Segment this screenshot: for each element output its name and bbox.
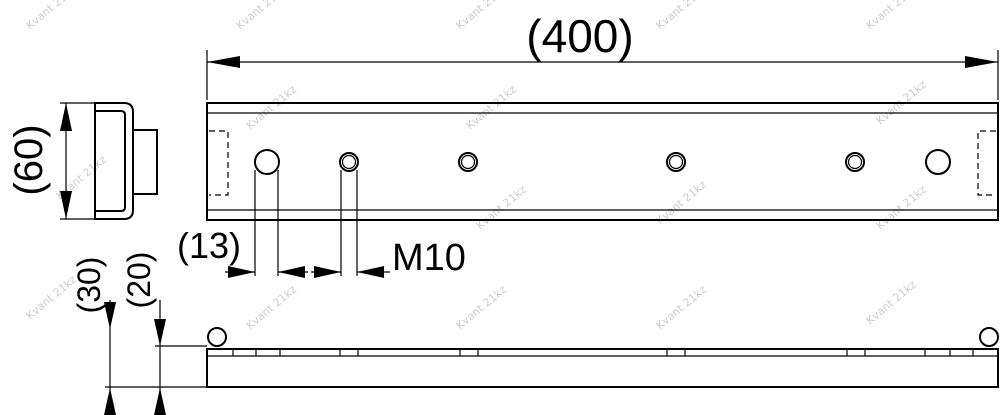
rail-top-view — [206, 102, 999, 221]
length-dimension: (400) — [206, 10, 999, 100]
end-slot-left — [209, 130, 229, 196]
arrowhead — [228, 266, 255, 278]
arrowhead — [357, 266, 384, 278]
arrowhead-right — [965, 56, 998, 68]
watermark-text: Kvant 21kz — [654, 0, 710, 32]
arrowhead — [314, 266, 341, 278]
watermark-text: Kvant 21kz — [474, 183, 530, 233]
watermark-text: Kvant 21kz — [874, 183, 930, 233]
watermark-text: Kvant 21kz — [454, 283, 510, 333]
end-profile-view: (60) — [7, 102, 158, 220]
end-slot-right — [977, 130, 996, 196]
side-height-dimensions: (30) (20) — [71, 252, 207, 415]
mount-hole — [925, 149, 951, 175]
threaded-hole — [339, 152, 359, 172]
watermark-text: Kvant 21kz — [244, 83, 300, 133]
watermark-text: Kvant 21kz — [244, 283, 300, 333]
side-height-outer-label: (30) — [71, 257, 107, 314]
arrowhead-up — [154, 388, 166, 415]
side-height-inner-label: (20) — [121, 252, 157, 309]
arrowhead-left — [207, 56, 240, 68]
watermark-text: Kvant 21kz — [464, 83, 520, 133]
mount-hole — [254, 149, 280, 175]
watermark-text: Kvant 21kz — [234, 0, 290, 32]
arrowhead-up — [60, 103, 72, 131]
arrowhead-down — [60, 191, 72, 219]
threaded-hole — [666, 152, 686, 172]
height-label: (60) — [7, 124, 51, 195]
watermark-text: Kvant 21kz — [654, 283, 710, 333]
arrowhead-down — [104, 302, 116, 329]
arrowhead — [278, 266, 305, 278]
watermark-text: Kvant 21kz — [864, 278, 920, 328]
end-ball-right — [979, 327, 999, 347]
rail-side-view — [206, 327, 999, 388]
threaded-hole — [458, 152, 478, 172]
threaded-hole — [845, 152, 865, 172]
hole-dimensions: (13) M10 — [177, 170, 466, 279]
hole-offset-label: (13) — [177, 225, 241, 266]
arrowhead-up — [104, 388, 116, 415]
watermark-text: Kvant 21kz — [24, 0, 80, 32]
watermark-text: Kvant 21kz — [454, 0, 510, 32]
thread-label: M10 — [392, 237, 466, 279]
end-ball-left — [207, 327, 227, 347]
watermark-text: Kvant 21kz — [864, 0, 920, 32]
arrowhead-down — [154, 319, 166, 346]
length-label: (400) — [526, 10, 633, 62]
segment-ticks — [232, 349, 974, 356]
